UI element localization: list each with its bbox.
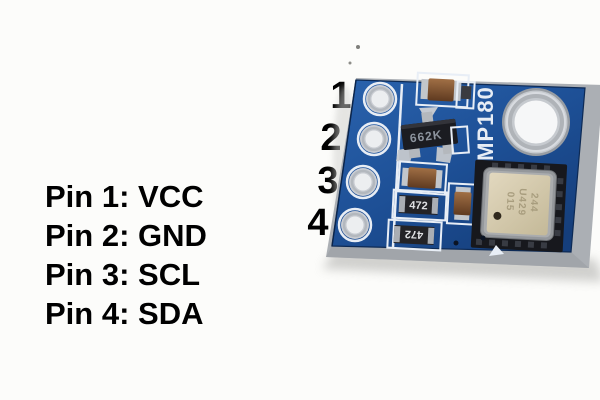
- pin1-indicator-triangle: [489, 245, 504, 256]
- sensor-top-surface: [486, 172, 551, 236]
- pin-number-label-4: 4: [307, 202, 329, 244]
- pressure-sensor-chip: 244 U429 015: [470, 159, 568, 253]
- voltage-regulator-chip: 662K: [400, 111, 459, 159]
- pcb-left-edge-line: [331, 79, 357, 247]
- capacitor-middle: [396, 160, 449, 196]
- via-dot: [453, 240, 459, 246]
- mounting-hole: [502, 88, 570, 156]
- svg-text:015: 015: [504, 191, 516, 211]
- sensor-pin1-dot: [493, 211, 502, 220]
- pin-legend-line-1: Pin 1: VCC: [45, 179, 204, 214]
- resistor-1-marking: 472: [409, 200, 428, 213]
- resistor-2: 472: [386, 218, 443, 252]
- regulator-marking: 662K: [409, 127, 443, 145]
- pin-hole-4: [337, 207, 373, 243]
- pin-legend-line-2: Pin 2: GND: [45, 218, 207, 253]
- smd-chip-top-right: [455, 80, 476, 110]
- dust-speck: [356, 45, 360, 49]
- sensor-marking: 244 U429 015: [504, 188, 540, 216]
- silkscreen-bracket: [450, 125, 470, 155]
- dust-speck: [348, 61, 352, 65]
- pin-legend: Pin 1: VCC Pin 2: GND Pin 3: SCL Pin 4: …: [45, 177, 207, 333]
- pin-hole-2: [356, 121, 392, 157]
- pcb-edge-shade: [326, 246, 589, 268]
- pin-legend-line-4: Pin 4: SDA: [45, 296, 204, 331]
- pin-legend-line-3: Pin 3: SCL: [45, 257, 201, 292]
- resistor-2-marking: 472: [405, 228, 424, 241]
- svg-text:244: 244: [528, 193, 540, 213]
- sensor-pads: [475, 162, 564, 249]
- pin-hole-1: [362, 81, 398, 117]
- svg-text:U429: U429: [515, 188, 527, 216]
- pin-hole-3: [345, 164, 381, 200]
- resistor-1: 472: [391, 188, 448, 222]
- via-dot: [480, 235, 486, 241]
